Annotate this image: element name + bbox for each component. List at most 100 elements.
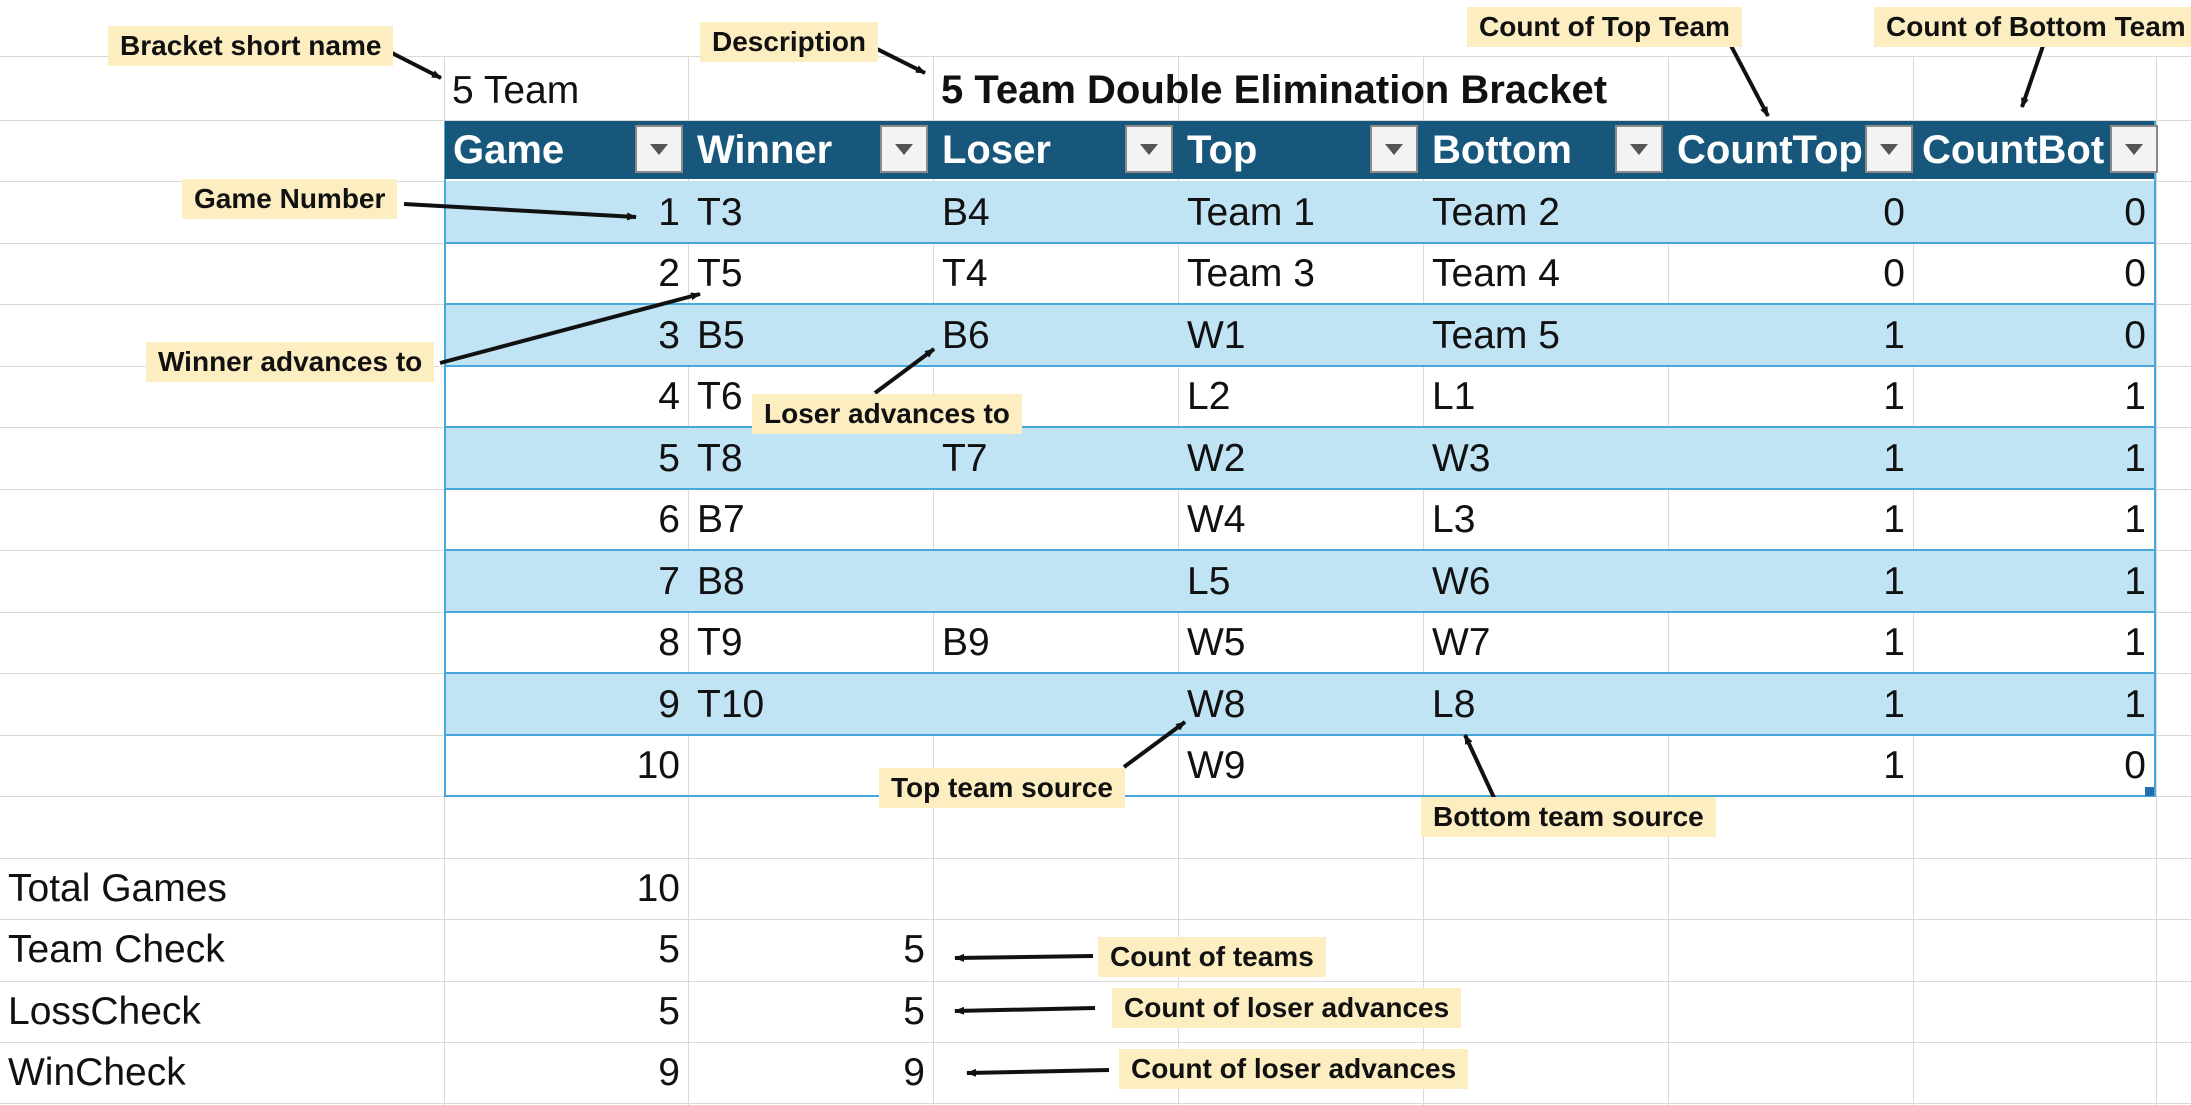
cell-game[interactable]: 8 [658, 621, 680, 664]
bracket-short-name-cell[interactable]: 5 Team [452, 68, 580, 112]
cell-bottom[interactable]: L3 [1432, 498, 1476, 541]
cell-count-bot[interactable]: 0 [2124, 314, 2146, 357]
cell-count-bot[interactable]: 1 [2124, 621, 2146, 664]
cell-top[interactable]: W8 [1187, 683, 1246, 726]
cell-loser[interactable]: B6 [942, 314, 990, 357]
cell-winner[interactable]: T5 [697, 252, 743, 295]
summary-check[interactable]: 9 [903, 1051, 925, 1094]
cell-count-bot[interactable]: 1 [2124, 437, 2146, 480]
cell-count-top[interactable]: 1 [1883, 621, 1905, 664]
header-bottom[interactable]: Bottom [1432, 127, 1572, 172]
cell-winner[interactable]: T6 [697, 375, 743, 418]
filter-dropdown-icon[interactable] [1865, 125, 1913, 173]
header-loser[interactable]: Loser [942, 127, 1051, 172]
header-top[interactable]: Top [1187, 127, 1258, 172]
cell-winner[interactable]: T8 [697, 437, 743, 480]
summary-label[interactable]: Team Check [8, 928, 225, 971]
arrow-top-source [1122, 720, 1187, 769]
cell-loser[interactable]: T4 [942, 252, 988, 295]
cell-game[interactable]: 2 [658, 252, 680, 295]
cell-winner[interactable]: T9 [697, 621, 743, 664]
cell-game[interactable]: 1 [658, 191, 680, 234]
summary-label[interactable]: WinCheck [8, 1051, 186, 1094]
arrow-short-name [389, 50, 442, 80]
cell-top[interactable]: W4 [1187, 498, 1246, 541]
callout-description: Description [700, 22, 879, 62]
callout-count-bottom: Count of Bottom Team [1874, 7, 2191, 47]
cell-winner[interactable]: B7 [697, 498, 745, 541]
cell-count-bot[interactable]: 0 [2124, 744, 2146, 787]
cell-bottom[interactable]: Team 2 [1432, 191, 1560, 234]
cell-count-top[interactable]: 1 [1883, 375, 1905, 418]
summary-check[interactable]: 5 [903, 928, 925, 971]
cell-count-top[interactable]: 1 [1883, 744, 1905, 787]
cell-top[interactable]: Team 3 [1187, 252, 1315, 295]
cell-top[interactable]: W2 [1187, 437, 1246, 480]
cell-bottom[interactable]: W3 [1432, 437, 1491, 480]
cell-bottom[interactable]: Team 5 [1432, 314, 1560, 357]
summary-value[interactable]: 9 [658, 1051, 680, 1094]
header-count-top[interactable]: CountTop [1677, 127, 1863, 172]
cell-count-bot[interactable]: 0 [2124, 252, 2146, 295]
cell-count-top[interactable]: 1 [1883, 560, 1905, 603]
table-resize-handle[interactable] [2145, 787, 2154, 796]
cell-count-top[interactable]: 1 [1883, 314, 1905, 357]
callout-game-number: Game Number [182, 179, 398, 219]
cell-top[interactable]: W1 [1187, 314, 1246, 357]
arrow-count-loser-1 [954, 1006, 1096, 1015]
filter-dropdown-icon[interactable] [1615, 125, 1663, 173]
cell-winner[interactable]: B8 [697, 560, 745, 603]
cell-count-top[interactable]: 1 [1883, 498, 1905, 541]
header-winner[interactable]: Winner [697, 127, 833, 172]
cell-game[interactable]: 10 [636, 744, 680, 787]
cell-game[interactable]: 3 [658, 314, 680, 357]
cell-count-top[interactable]: 1 [1883, 683, 1905, 726]
summary-value[interactable]: 5 [658, 928, 680, 971]
summary-label[interactable]: LossCheck [8, 990, 201, 1033]
cell-game[interactable]: 7 [658, 560, 680, 603]
cell-top[interactable]: W9 [1187, 744, 1246, 787]
cell-winner[interactable]: T3 [697, 191, 743, 234]
cell-count-bot[interactable]: 0 [2124, 191, 2146, 234]
filter-dropdown-icon[interactable] [1125, 125, 1173, 173]
callout-loser-advances: Loser advances to [752, 394, 1022, 434]
cell-game[interactable]: 9 [658, 683, 680, 726]
bracket-description-cell[interactable]: 5 Team Double Elimination Bracket [941, 68, 1608, 112]
cell-count-bot[interactable]: 1 [2124, 560, 2146, 603]
cell-top[interactable]: L2 [1187, 375, 1231, 418]
cell-game[interactable]: 5 [658, 437, 680, 480]
cell-loser[interactable]: B9 [942, 621, 990, 664]
cell-top[interactable]: L5 [1187, 560, 1231, 603]
cell-count-bot[interactable]: 1 [2124, 683, 2146, 726]
cell-loser[interactable]: T7 [942, 437, 988, 480]
filter-dropdown-icon[interactable] [1370, 125, 1418, 173]
summary-value[interactable]: 10 [636, 867, 680, 910]
summary-value[interactable]: 5 [658, 990, 680, 1033]
cell-count-top[interactable]: 1 [1883, 437, 1905, 480]
cell-bottom[interactable]: W7 [1432, 621, 1491, 664]
cell-count-top[interactable]: 0 [1883, 191, 1905, 234]
cell-count-bot[interactable]: 1 [2124, 498, 2146, 541]
summary-check[interactable]: 5 [903, 990, 925, 1033]
cell-bottom[interactable]: L8 [1432, 683, 1476, 726]
arrow-count-top [1726, 39, 1770, 117]
cell-count-top[interactable]: 0 [1883, 252, 1905, 295]
filter-dropdown-icon[interactable] [635, 125, 683, 173]
cell-bottom[interactable]: L1 [1432, 375, 1476, 418]
cell-game[interactable]: 6 [658, 498, 680, 541]
cell-top[interactable]: Team 1 [1187, 191, 1315, 234]
cell-bottom[interactable]: W6 [1432, 560, 1491, 603]
summary-label[interactable]: Total Games [8, 867, 227, 910]
cell-winner[interactable]: T10 [697, 683, 765, 726]
cell-game[interactable]: 4 [658, 375, 680, 418]
cell-winner[interactable]: B5 [697, 314, 745, 357]
cell-bottom[interactable]: Team 4 [1432, 252, 1560, 295]
cell-loser[interactable]: B4 [942, 191, 990, 234]
header-game[interactable]: Game [453, 127, 565, 172]
cell-count-bot[interactable]: 1 [2124, 375, 2146, 418]
filter-dropdown-icon[interactable] [2110, 125, 2158, 173]
header-count-bot[interactable]: CountBot [1922, 127, 2105, 172]
filter-dropdown-icon[interactable] [880, 125, 928, 173]
cell-top[interactable]: W5 [1187, 621, 1246, 664]
